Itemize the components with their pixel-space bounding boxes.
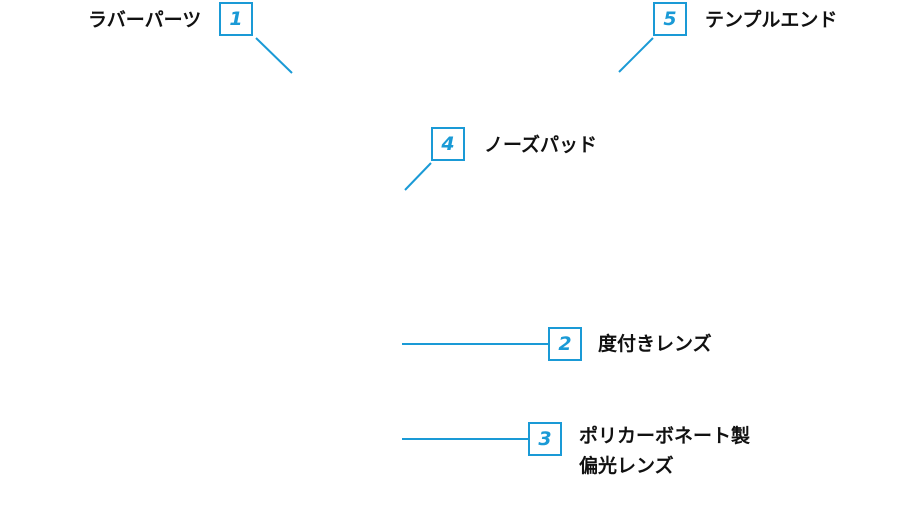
callout-1-number: 1 <box>219 2 253 36</box>
callout-2-label: 度付きレンズ <box>598 333 712 355</box>
callout-1-label: ラバーパーツ <box>88 9 202 31</box>
callout-3-number: 3 <box>528 422 562 456</box>
leader-line-1 <box>255 37 293 74</box>
callout-3-label-line-1: ポリカーボネート製 <box>579 425 751 447</box>
leader-line-5 <box>618 37 654 73</box>
leader-line-4 <box>404 162 432 191</box>
callout-5-label: テンプルエンド <box>705 9 838 31</box>
callout-2-number: 2 <box>548 327 582 361</box>
callout-4-number: 4 <box>431 127 465 161</box>
callout-5-number: 5 <box>653 2 687 36</box>
callout-3-label-line-2: 偏光レンズ <box>579 455 674 477</box>
callout-4-label: ノーズパッド <box>484 134 598 156</box>
